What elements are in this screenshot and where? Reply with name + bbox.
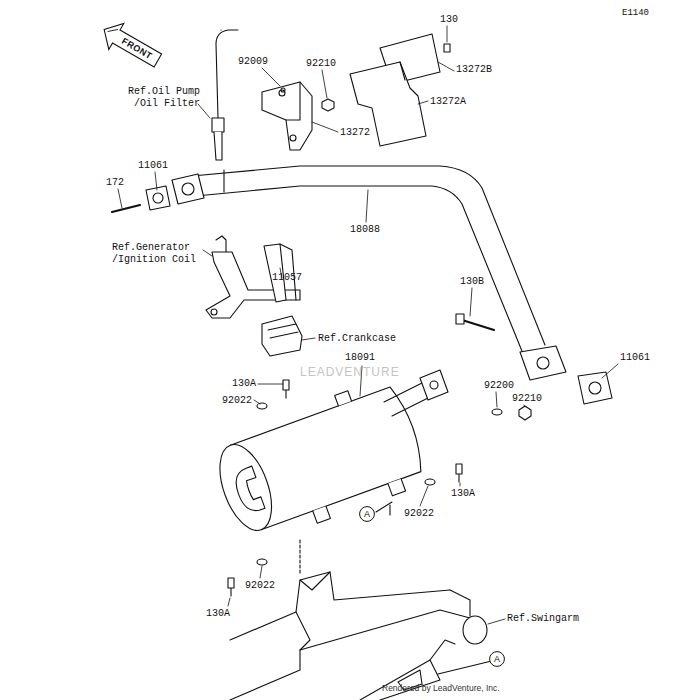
washer xyxy=(425,479,435,485)
muffler xyxy=(206,374,432,549)
pipe-flange xyxy=(520,346,566,380)
guard-bracket xyxy=(262,82,312,150)
washer xyxy=(257,559,267,565)
swingarm xyxy=(230,572,487,700)
callout-number: 18091 xyxy=(345,352,375,364)
callout-number: 130A xyxy=(232,378,256,390)
callout-number: 92210 xyxy=(512,393,542,405)
reference-circle: A xyxy=(359,506,375,522)
callout-number: 92200 xyxy=(484,380,514,392)
sensor-wire xyxy=(216,30,238,118)
pipe-flange xyxy=(172,174,204,204)
callout-number: 92210 xyxy=(306,58,336,70)
callout-number: 130B xyxy=(460,276,484,288)
bolt xyxy=(456,464,462,482)
washer xyxy=(257,403,267,409)
reference-note: Ref.Oil Pump /Oil Filter xyxy=(112,86,200,109)
callout-number: Ref.Crankcase xyxy=(318,333,396,345)
callout-number: 172 xyxy=(106,177,124,189)
reference-circle: A xyxy=(489,651,505,667)
callout-number: 13272A xyxy=(430,96,466,108)
nut xyxy=(519,406,531,420)
callout-number: 18088 xyxy=(350,224,380,236)
callout-number: 130A xyxy=(206,608,230,620)
callout-number: 11061 xyxy=(620,352,650,364)
muffler-flange xyxy=(420,370,448,400)
front-arrow: FRONT xyxy=(97,17,166,74)
credit-note: Rendered by LeadVenture, Inc. xyxy=(382,684,500,694)
reference-letter: A xyxy=(494,654,500,664)
callout-number: 92022 xyxy=(404,508,434,520)
exhaust-pipe xyxy=(192,166,545,345)
callout-number: 92022 xyxy=(222,395,252,407)
bolt xyxy=(228,578,234,596)
callout-number: Ref.Swingarm xyxy=(507,613,579,625)
callout-number: 11061 xyxy=(138,160,168,172)
watermark: LEADVENTURE xyxy=(300,366,400,380)
callout-number: 13272 xyxy=(340,127,370,139)
callout-number: 13272B xyxy=(456,64,492,76)
gasket xyxy=(578,372,612,404)
bolt xyxy=(462,320,494,330)
callout-number: 130 xyxy=(440,14,458,26)
sensor-body xyxy=(212,118,224,132)
reference-letter: A xyxy=(364,509,370,519)
reference-note: Ref.Generator /Ignition Coil xyxy=(112,242,202,265)
callout-number: 92009 xyxy=(238,56,268,68)
callout-number: E1140 xyxy=(622,8,649,18)
gasket xyxy=(146,186,170,210)
generator-bolt xyxy=(216,236,226,252)
callout-number: 130A xyxy=(451,488,475,500)
washer xyxy=(492,409,502,415)
stud-bolt xyxy=(112,205,140,212)
leader-lines xyxy=(118,26,618,624)
bolt xyxy=(283,380,289,398)
callout-number: 11057 xyxy=(272,272,302,284)
generator-bracket xyxy=(206,252,300,318)
crankcase-mount xyxy=(262,316,302,356)
callout-number: 92022 xyxy=(245,580,275,592)
